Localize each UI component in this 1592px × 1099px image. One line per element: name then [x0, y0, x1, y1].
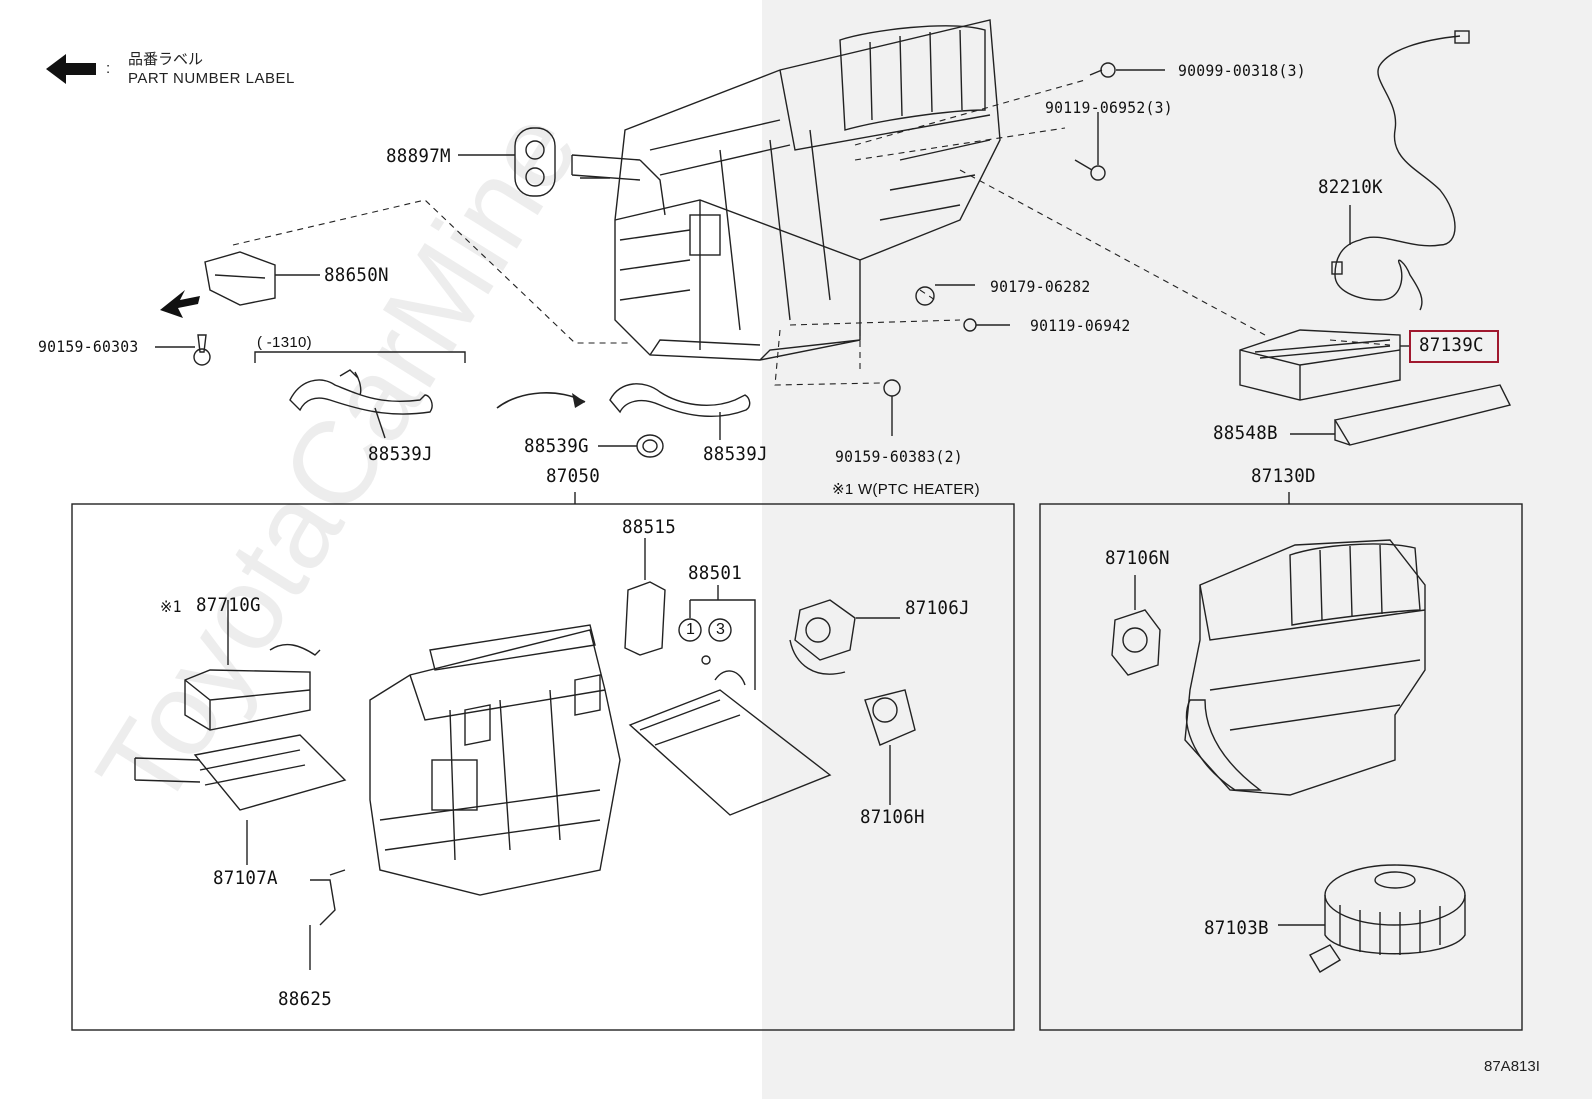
label-87107a: 87107A [213, 867, 278, 889]
part-number-label-arrow-icon [46, 54, 96, 84]
ptc-heater-note: ※1 W(PTC HEATER) [832, 481, 980, 498]
label-90099-00318: 90099-00318(3) [1178, 61, 1306, 80]
label-88539g: 88539G [524, 435, 589, 457]
label-87106h: 87106H [860, 806, 925, 828]
servo-87106n-drawing [1111, 575, 1161, 676]
label-87106n: 87106N [1105, 547, 1170, 569]
hvac-unit-drawing [614, 19, 1001, 361]
shaded-region [762, 0, 1592, 1099]
wire-harness-82210k-drawing [1331, 30, 1470, 311]
bracket-88650n-drawing [155, 251, 320, 366]
legend-colon: : [106, 60, 111, 77]
expansion-valve-drawing [624, 538, 666, 656]
label-90159-60383: 90159-60383(2) [835, 447, 963, 466]
fasteners-drawing [883, 62, 1165, 436]
servo-87106j-drawing [789, 599, 900, 675]
servo-87106h-drawing [864, 689, 916, 805]
label-88650n: 88650N [324, 264, 389, 286]
label-90159-60303: 90159-60303 [38, 337, 139, 356]
mark-87710g: ※1 [160, 597, 182, 616]
heater-core-drawing [134, 600, 347, 865]
circle-number-1: 1 [686, 621, 696, 638]
label-88625: 88625 [278, 988, 333, 1010]
evaporator-drawing [628, 585, 832, 816]
label-87103b: 87103B [1204, 917, 1269, 939]
label-88897m: 88897M [386, 145, 451, 167]
label-88548b: 88548B [1213, 422, 1278, 444]
legend-japanese: 品番ラベル [128, 50, 204, 68]
label-87050: 87050 [546, 465, 601, 487]
label-90119-06952: 90119-06952(3) [1045, 98, 1173, 117]
label-90179-06282: 90179-06282 [990, 277, 1091, 296]
hoses-drawing [254, 351, 751, 458]
cabin-filter-87139c-drawing [1239, 329, 1410, 401]
label-88501: 88501 [688, 562, 743, 584]
highlight-87139c [1409, 330, 1499, 363]
label-88539j-right: 88539J [703, 443, 768, 465]
label-82210k: 82210K [1318, 176, 1383, 198]
label-87130d: 87130D [1251, 465, 1316, 487]
pipes-drawing [458, 127, 666, 216]
label-87106j: 87106J [905, 597, 970, 619]
filter-cover-88548b-drawing [1290, 384, 1512, 446]
range-note: ( -1310) [257, 334, 312, 351]
circle-number-3: 3 [716, 621, 726, 638]
case-87050-drawing [309, 624, 621, 970]
diagram-code: 87A813I [1484, 1058, 1540, 1075]
legend-english: PART NUMBER LABEL [128, 70, 295, 87]
label-88515: 88515 [622, 516, 677, 538]
label-87139c: 87139C [1419, 334, 1484, 356]
blower-case-87130d-drawing [1184, 539, 1426, 796]
blower-motor-87103b-drawing [1278, 864, 1466, 973]
label-87710g: 87710G [196, 594, 261, 616]
box-87050 [71, 503, 1015, 1031]
box-87130d [1039, 503, 1523, 1031]
label-90119-06942: 90119-06942 [1030, 316, 1131, 335]
label-88539j-left: 88539J [368, 443, 433, 465]
